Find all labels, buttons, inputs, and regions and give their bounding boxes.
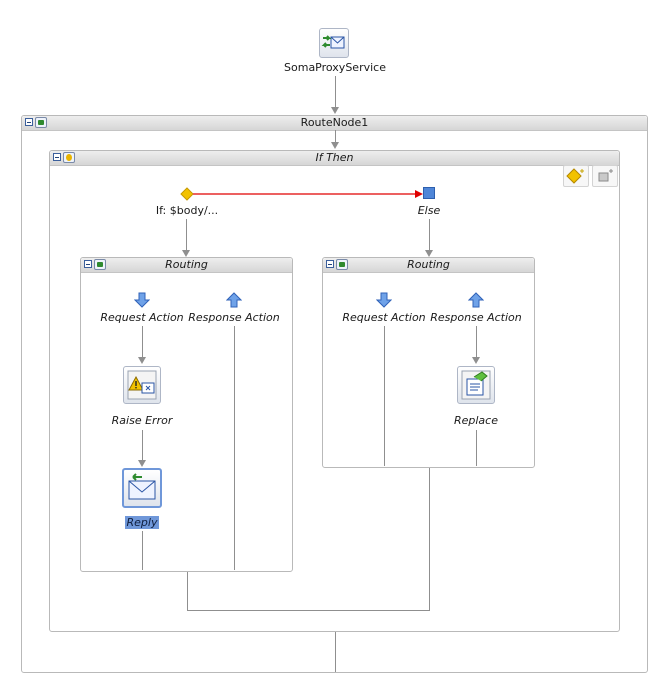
replace-label: Replace xyxy=(453,414,498,427)
routing-icon xyxy=(94,259,106,270)
condition-label[interactable]: If: $body/... xyxy=(155,204,219,217)
routing-node-left[interactable]: Routing xyxy=(80,257,293,572)
routing-title: Routing xyxy=(165,258,208,271)
replace-icon xyxy=(461,370,491,400)
condition-diamond-icon[interactable] xyxy=(180,187,194,201)
connector-line xyxy=(476,326,477,358)
connector-arrow xyxy=(182,250,190,257)
response-action-label: Response Action xyxy=(188,311,280,324)
response-action-label: Response Action xyxy=(430,311,522,324)
reply-node[interactable] xyxy=(122,468,162,508)
merge-line-bottom xyxy=(187,610,430,611)
raise-error-icon xyxy=(127,370,157,400)
routing-header: Routing xyxy=(323,258,534,273)
connector-line xyxy=(142,430,143,461)
connector-line xyxy=(142,531,143,570)
if-then-toolbar xyxy=(563,165,619,187)
route-node-title: RouteNode1 xyxy=(300,116,369,129)
route-node-header: RouteNode1 xyxy=(22,116,647,131)
routing-node-right[interactable]: Routing xyxy=(322,257,535,468)
connector-arrow xyxy=(472,357,480,364)
else-square-icon[interactable] xyxy=(423,187,435,199)
route-node[interactable]: RouteNode1 xyxy=(21,115,648,673)
response-arrow-icon[interactable] xyxy=(468,292,484,308)
if-then-header: If Then xyxy=(50,151,619,166)
route-node-icon xyxy=(35,117,47,128)
connector-line xyxy=(142,326,143,358)
request-arrow-icon[interactable] xyxy=(376,292,392,308)
if-then-icon xyxy=(63,152,75,163)
collapse-toggle[interactable] xyxy=(25,118,33,126)
exit-line xyxy=(335,632,336,672)
connector-line xyxy=(335,76,336,109)
raise-error-node[interactable] xyxy=(123,366,161,404)
connector-line xyxy=(476,430,477,466)
response-line xyxy=(234,326,235,570)
routing-title: Routing xyxy=(407,258,450,271)
merge-line-left xyxy=(187,572,188,611)
collapse-toggle[interactable] xyxy=(53,153,61,161)
response-arrow-icon[interactable] xyxy=(226,292,242,308)
if-then-title: If Then xyxy=(315,151,354,164)
connector-arrow xyxy=(331,142,339,149)
reply-label-wrapper: Reply xyxy=(92,516,192,529)
proxy-service-icon xyxy=(321,35,345,49)
routing-icon xyxy=(336,259,348,270)
request-arrow-icon[interactable] xyxy=(134,292,150,308)
request-action-label: Request Action xyxy=(100,311,184,324)
reply-icon xyxy=(128,473,156,500)
connector-line xyxy=(429,219,430,250)
connector-arrow xyxy=(138,460,146,467)
request-line xyxy=(384,326,385,466)
request-action-label: Request Action xyxy=(342,311,426,324)
merge-line-right xyxy=(429,468,430,611)
if-then-node[interactable]: If Then xyxy=(49,150,620,632)
reply-label[interactable]: Reply xyxy=(124,516,160,529)
proxy-service-label: SomaProxyService xyxy=(284,61,386,74)
add-if-condition-icon xyxy=(566,168,584,184)
add-else-button[interactable] xyxy=(592,165,618,187)
proxy-service-node[interactable] xyxy=(319,28,349,58)
connector-arrow xyxy=(138,357,146,364)
connector-line xyxy=(186,219,187,250)
connector-arrow xyxy=(331,107,339,114)
else-label[interactable]: Else xyxy=(417,204,441,217)
add-condition-button[interactable] xyxy=(563,165,589,187)
collapse-toggle[interactable] xyxy=(326,260,334,268)
collapse-toggle[interactable] xyxy=(84,260,92,268)
add-else-icon xyxy=(598,169,613,182)
connector-arrow xyxy=(425,250,433,257)
connector-line xyxy=(335,130,336,143)
replace-node[interactable] xyxy=(457,366,495,404)
condition-link-line xyxy=(193,190,423,198)
routing-header: Routing xyxy=(81,258,292,273)
raise-error-label: Raise Error xyxy=(111,414,173,427)
